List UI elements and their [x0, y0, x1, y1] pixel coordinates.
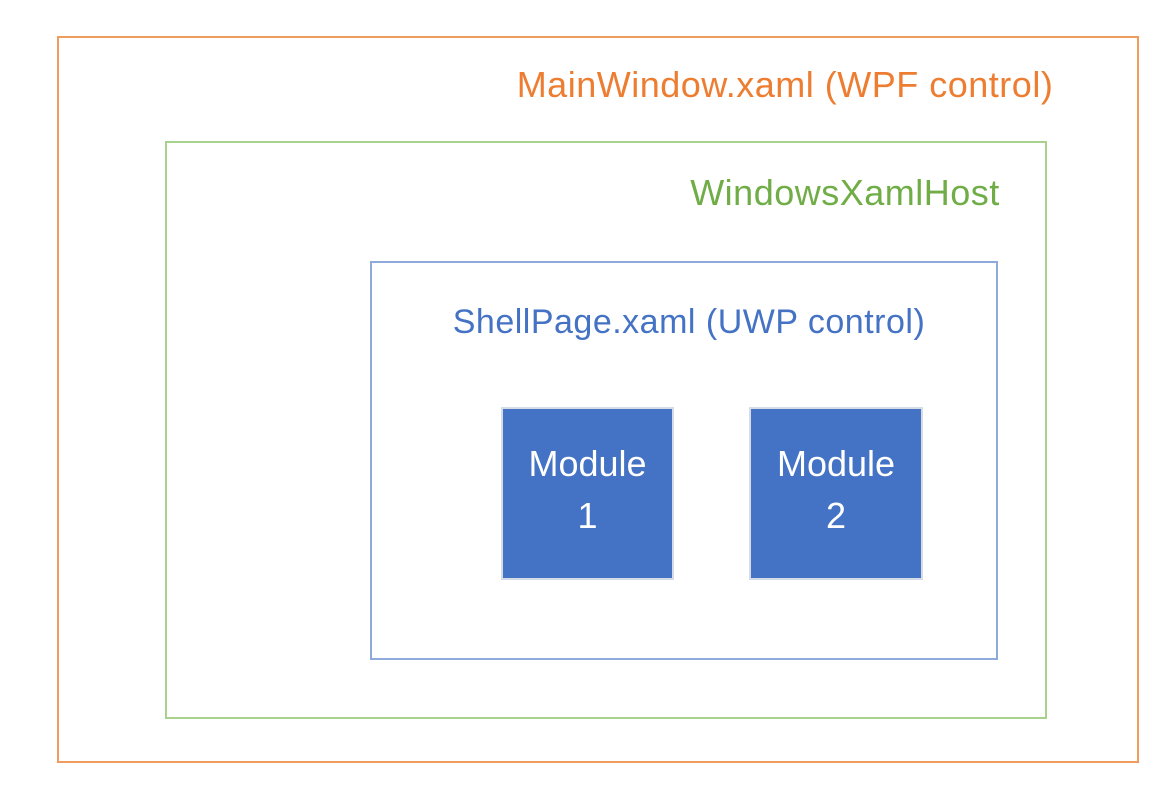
mainwindow-box: MainWindow.xaml (WPF control) WindowsXam… [57, 36, 1139, 763]
shellpage-box: ShellPage.xaml (UWP control) Module 1 Mo… [370, 261, 998, 660]
module-1-box: Module 1 [501, 407, 674, 580]
module-1-label-line1: Module [528, 442, 647, 484]
shellpage-label: ShellPage.xaml (UWP control) [452, 303, 926, 341]
mainwindow-label: MainWindow.xaml (WPF control) [516, 64, 1054, 105]
module-2-label-line1: Module [776, 442, 896, 484]
module-1-label-line2: 1 [577, 494, 598, 536]
windowsxamlhost-label: WindowsXamlHost [690, 172, 1000, 213]
module-2-label-line2: 2 [825, 494, 847, 536]
module-2-box: Module 2 [749, 407, 923, 580]
windowsxamlhost-box: WindowsXamlHost ShellPage.xaml (UWP cont… [165, 141, 1047, 719]
